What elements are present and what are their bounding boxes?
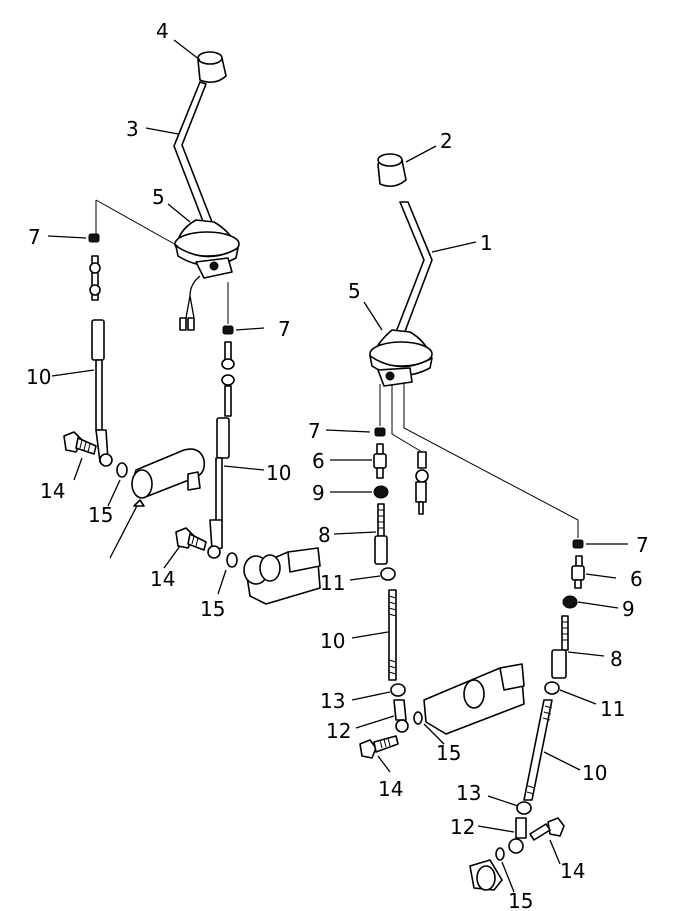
lever-part-1	[395, 201, 433, 335]
callout-7-mid: 7	[278, 317, 291, 341]
ball-joint-part-12-right	[508, 817, 527, 854]
callout-9-center: 9	[312, 481, 325, 505]
callout-10-mid: 10	[266, 461, 291, 485]
nut-part-9-right	[562, 595, 578, 609]
callout-4: 4	[156, 19, 169, 43]
callout-5-left: 5	[152, 185, 165, 209]
left-lever-assembly	[63, 51, 321, 605]
nut-part-9-center	[373, 485, 389, 499]
bracket-right-a	[423, 663, 525, 735]
bolt-part-14-a	[63, 431, 97, 455]
callout-13-center: 13	[320, 689, 345, 713]
boot-part-5	[174, 219, 240, 331]
sleeve-part-8-center	[374, 503, 388, 565]
callout-14-left: 14	[40, 479, 65, 503]
rod-part-10-right	[523, 699, 553, 801]
cable-rod-left-1	[88, 233, 113, 467]
callout-10-right: 10	[582, 761, 607, 785]
callout-labels: 1 2 3 4 5 5 6 6 7 7 7 7 8 8 9 9 10 10 10…	[26, 19, 649, 911]
callout-5-right: 5	[348, 279, 361, 303]
callout-15-left: 15	[88, 503, 113, 527]
rod-end-part-6-right	[571, 555, 585, 589]
callout-9-right: 9	[622, 597, 635, 621]
callout-10-center: 10	[320, 629, 345, 653]
bracket-left-b	[243, 547, 321, 605]
callout-7-left: 7	[28, 225, 41, 249]
nut-part-7-right	[572, 539, 584, 549]
bolt-part-14-center	[359, 735, 399, 759]
callout-8-center: 8	[318, 523, 331, 547]
rod-part-10-center	[388, 589, 397, 681]
callout-15-center: 15	[436, 741, 461, 765]
callout-10-left: 10	[26, 365, 51, 389]
rod-end-center	[415, 451, 429, 515]
callout-leaders	[47, 39, 628, 893]
washer-part-15-a	[116, 462, 128, 478]
knob-part-2	[377, 153, 407, 188]
nut-part-11-center	[380, 567, 396, 581]
callout-11-right: 11	[600, 697, 625, 721]
callout-6-right: 6	[630, 567, 643, 591]
washer-part-15-right	[495, 847, 505, 861]
callout-15-right: 15	[508, 889, 533, 911]
callout-3: 3	[126, 117, 139, 141]
callout-8-right: 8	[610, 647, 623, 671]
boot-part-5-right	[369, 329, 433, 387]
callout-1: 1	[480, 231, 493, 255]
ball-joint-part-12-center	[393, 699, 409, 733]
callout-7-center: 7	[308, 419, 321, 443]
right-lever-assembly	[359, 153, 585, 891]
cable-rod-left-2	[207, 325, 235, 559]
bracket-right-b	[469, 859, 503, 891]
nut-part-13-right	[516, 801, 532, 815]
lever-part-3	[173, 81, 213, 225]
callout-11-center: 11	[320, 571, 345, 595]
callout-13-right: 13	[456, 781, 481, 805]
callout-14-right: 14	[560, 859, 585, 883]
nut-part-7-center	[374, 427, 386, 437]
callout-7-right: 7	[636, 533, 649, 557]
callout-15-mid: 15	[200, 597, 225, 621]
callout-6-center: 6	[312, 449, 325, 473]
callout-14-mid: 14	[150, 567, 175, 591]
knob-part-4	[197, 51, 227, 84]
callout-12-center: 12	[326, 719, 351, 743]
washer-part-15-b	[226, 552, 238, 568]
bolt-part-14-b	[175, 527, 207, 551]
callout-2: 2	[440, 129, 453, 153]
sleeve-part-8-right	[551, 615, 569, 679]
callout-14-center: 14	[378, 777, 403, 801]
bolt-part-14-right	[529, 817, 565, 841]
washer-part-15-center	[413, 711, 423, 725]
bracket-left-a	[131, 448, 206, 499]
callout-12-right: 12	[450, 815, 475, 839]
rod-end-part-6-center	[373, 443, 387, 479]
nut-part-13-center	[390, 683, 406, 697]
nut-part-11-right	[544, 681, 560, 695]
